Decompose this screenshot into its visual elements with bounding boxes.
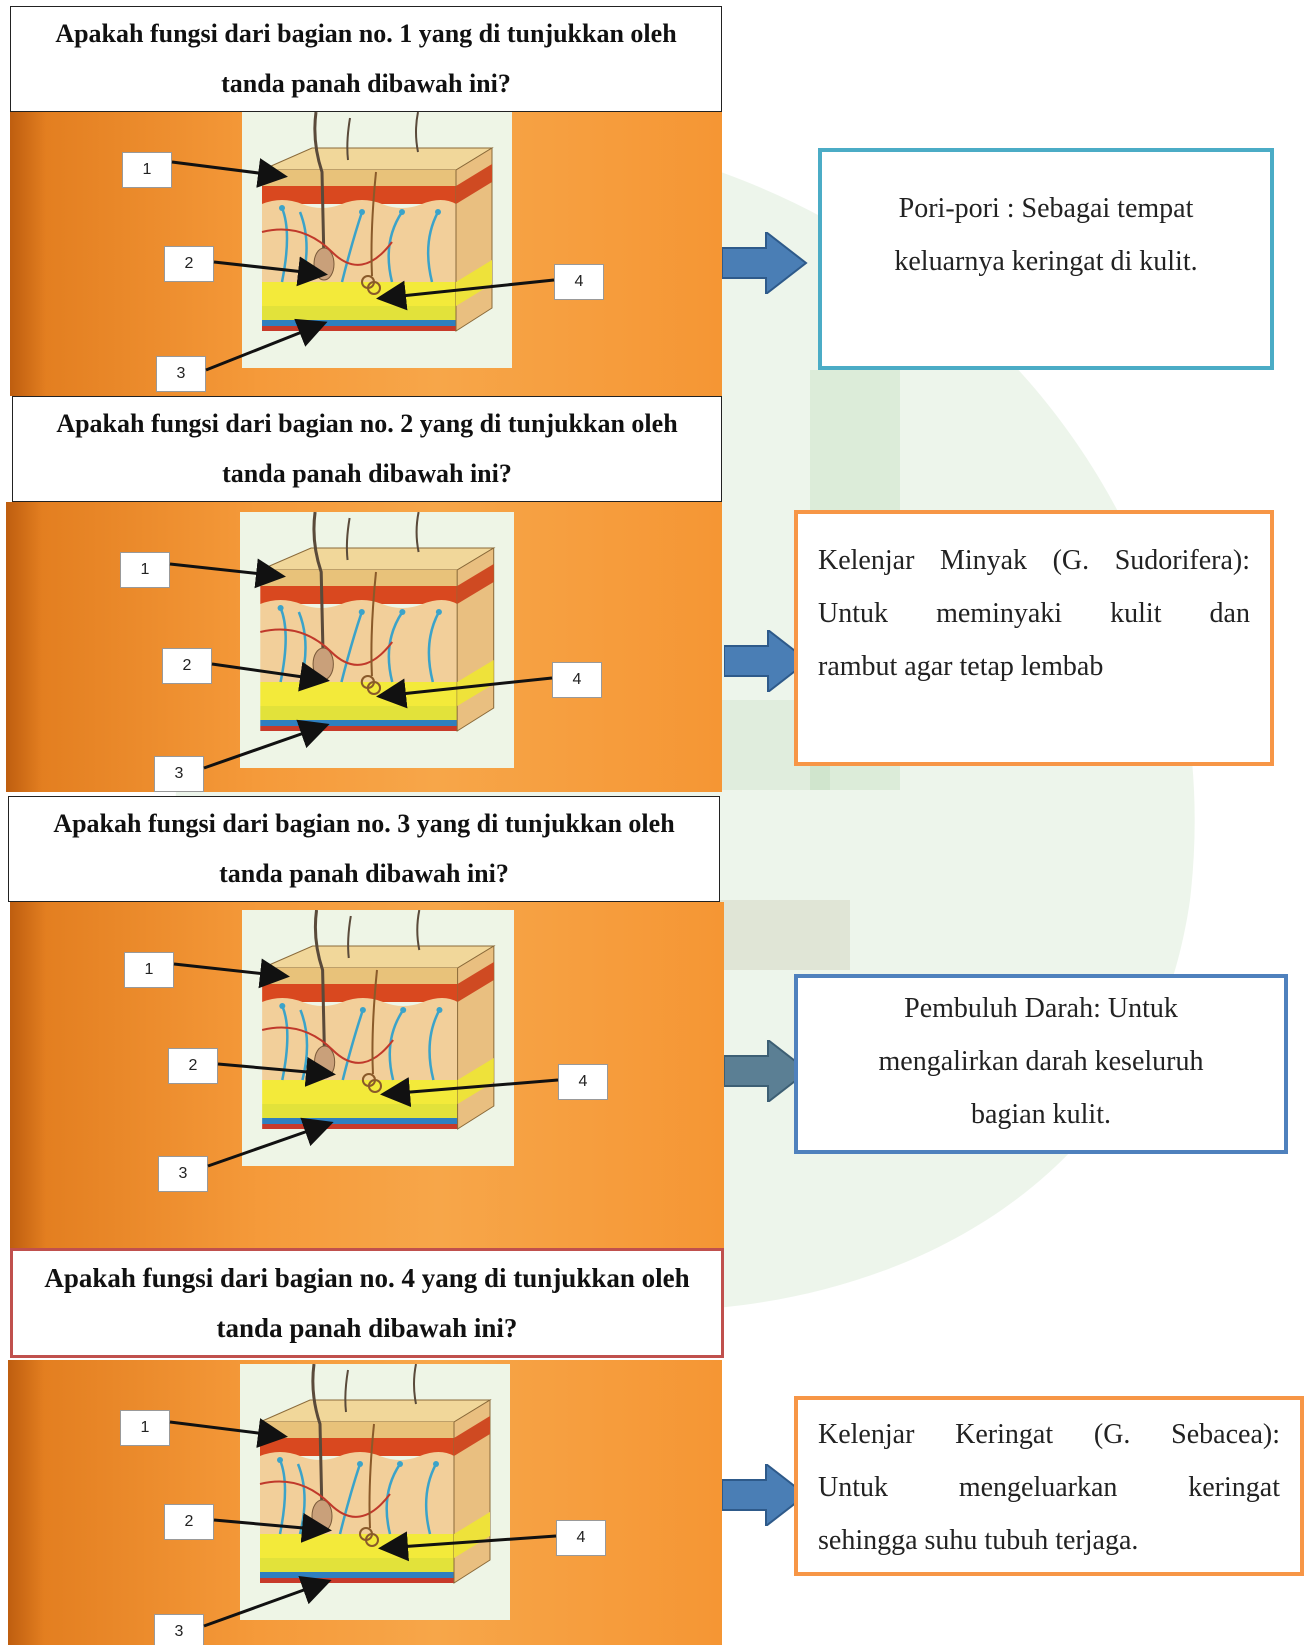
- diagram-label-1: 1: [120, 552, 170, 588]
- diagram-label-2: 2: [168, 1048, 218, 1084]
- diagram-panel-3: 1 2 3 4: [10, 902, 724, 1248]
- diagram-label-2: 2: [162, 648, 212, 684]
- right-arrow-icon: [724, 1040, 810, 1102]
- skin-diagram-1: [242, 112, 512, 368]
- answer-box-1: Pori-pori : Sebagai tempat keluarnya ker…: [818, 148, 1274, 370]
- question-4-box: Apakah fungsi dari bagian no. 4 yang di …: [10, 1248, 724, 1358]
- diagram-label-4: 4: [552, 662, 602, 698]
- pointer-arrows-4: [169, 1418, 557, 1628]
- question-4-text: Apakah fungsi dari bagian no. 4 yang di …: [44, 1263, 690, 1343]
- question-1-text: Apakah fungsi dari bagian no. 1 yang di …: [55, 19, 677, 98]
- skin-diagram-2: [240, 511, 514, 768]
- question-2-box: Apakah fungsi dari bagian no. 2 yang di …: [12, 396, 722, 502]
- right-arrow-icon: [722, 1464, 808, 1526]
- answer-4-line-1: Kelenjar Keringat (G. Sebacea):: [818, 1419, 1280, 1450]
- right-arrow-icon: [724, 630, 810, 692]
- answer-box-3: Pembuluh Darah: Untuk mengalirkan darah …: [794, 974, 1288, 1154]
- question-3-text: Apakah fungsi dari bagian no. 3 yang di …: [53, 809, 675, 888]
- diagram-label-4: 4: [558, 1064, 608, 1100]
- answer-3-line-2: mengalirkan darah keseluruh: [878, 1046, 1204, 1077]
- answer-4-line-3: sehingga suhu tubuh terjaga.: [818, 1525, 1139, 1556]
- diagram-label-4: 4: [556, 1520, 606, 1556]
- answer-box-2: Kelenjar Minyak (G. Sudorifera): Untuk m…: [794, 510, 1274, 766]
- diagram-label-4: 4: [554, 264, 604, 300]
- skin-diagram-4: [240, 1363, 510, 1620]
- answer-2-line-3: rambut agar tetap lembab: [818, 651, 1104, 682]
- pointer-arrows-2: [169, 558, 553, 770]
- diagram-label-3: 3: [158, 1156, 208, 1192]
- diagram-label-3: 3: [156, 356, 206, 392]
- diagram-label-2: 2: [164, 1504, 214, 1540]
- diagram-label-1: 1: [122, 152, 172, 188]
- question-2-text: Apakah fungsi dari bagian no. 2 yang di …: [56, 409, 678, 488]
- pointer-arrows-1: [171, 158, 555, 372]
- diagram-label-1: 1: [124, 952, 174, 988]
- answer-4-line-2: Untuk mengeluarkan keringat: [818, 1472, 1280, 1503]
- question-1-box: Apakah fungsi dari bagian no. 1 yang di …: [10, 6, 722, 112]
- diagram-label-3: 3: [154, 1614, 204, 1645]
- diagram-label-2: 2: [164, 246, 214, 282]
- diagram-panel-1: 1 2 3 4: [10, 112, 722, 396]
- diagram-label-1: 1: [120, 1410, 170, 1446]
- answer-2-line-2: Untuk meminyaki kulit dan: [818, 598, 1250, 629]
- diagram-panel-2: 1 2 3 4: [6, 502, 722, 792]
- diagram-panel-4: 1 2 3 4: [8, 1360, 722, 1645]
- right-arrow-icon: [722, 232, 808, 294]
- answer-3-line-1: Pembuluh Darah: Untuk: [904, 993, 1178, 1024]
- pointer-arrows-3: [173, 958, 559, 1168]
- answer-1-line-2: keluarnya keringat di kulit.: [894, 246, 1198, 277]
- answer-1-line-1: Pori-pori : Sebagai tempat: [898, 193, 1194, 224]
- question-3-box: Apakah fungsi dari bagian no. 3 yang di …: [8, 796, 720, 902]
- answer-3-line-3: bagian kulit.: [971, 1099, 1111, 1130]
- answer-box-4: Kelenjar Keringat (G. Sebacea): Untuk me…: [794, 1396, 1304, 1576]
- diagram-label-3: 3: [154, 756, 204, 792]
- answer-2-line-1: Kelenjar Minyak (G. Sudorifera):: [818, 545, 1250, 576]
- skin-diagram-3: [242, 909, 514, 1166]
